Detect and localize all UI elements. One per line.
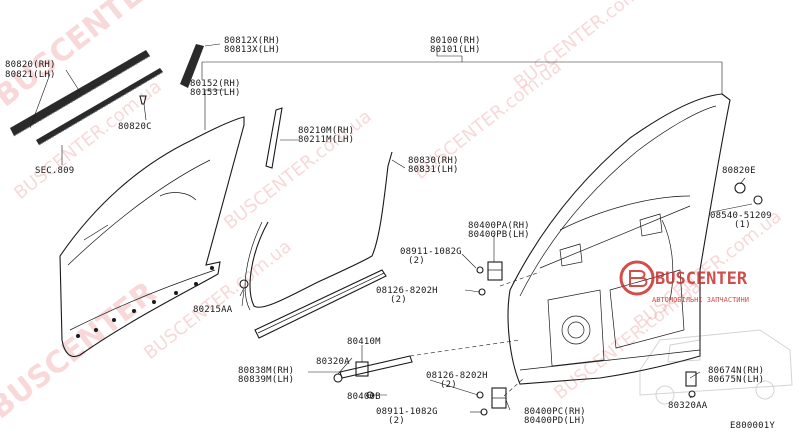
label-08911-upper: 08911-1082G xyxy=(400,247,462,257)
outer-belt-moulding xyxy=(10,50,151,137)
label-80410m: 80410M xyxy=(347,337,381,347)
clip-80215aa xyxy=(239,279,249,297)
label-80100-lh: 80101(LH) xyxy=(430,45,481,55)
lower-hinge xyxy=(491,387,507,409)
label-80152-rh: 80152(RH) xyxy=(190,79,241,89)
watermark-text: BUSCENTER.com.ua xyxy=(510,0,665,94)
watermark-text: BUSCENTER xyxy=(0,275,163,426)
logo-text: BUSCENTER xyxy=(655,269,748,289)
leader-lines xyxy=(29,43,753,413)
kicking-plate xyxy=(254,269,387,339)
label-80320aa: 80320AA xyxy=(668,401,708,411)
label-08911-lower: 08911-1082G xyxy=(376,407,438,417)
label-sec-809: SEC.809 xyxy=(35,166,74,176)
part-labels: 80820(RH) 80821(LH) 80812X(RH) 80813X(LH… xyxy=(5,36,775,431)
label-80812x-lh: 80813X(LH) xyxy=(224,45,280,55)
label-80830-rh: 80830(RH) xyxy=(408,156,459,166)
door-panel-clip-dots xyxy=(76,266,214,338)
label-80400pa-lh: 80400PB(LH) xyxy=(468,230,530,240)
label-80674n-lh: 80675N(LH) xyxy=(708,375,764,385)
door-outer-panel xyxy=(59,116,245,358)
label-80674n-rh: 80674N(RH) xyxy=(708,366,764,376)
label-80820c: 80820C xyxy=(118,122,152,132)
label-80830-lh: 80831(LH) xyxy=(408,165,459,175)
label-80400pa-rh: 80400PA(RH) xyxy=(468,221,530,231)
buscenter-logo: BUSCENTER АВТОМОБІЛЬНІ ЗАПЧАСТИНИ xyxy=(619,260,749,304)
label-80400pc-rh: 80400PC(RH) xyxy=(524,407,586,417)
diagram-id: E800001Y xyxy=(730,421,775,431)
label-08126-lower: 08126-8202H xyxy=(426,371,488,381)
inner-belt-weatherstrip xyxy=(36,68,164,146)
label-80820-lh: 80821(LH) xyxy=(5,70,56,80)
label-08540-qty: (1) xyxy=(734,220,751,230)
label-80215aa: 80215AA xyxy=(193,305,233,315)
label-80152-lh: 80153(LH) xyxy=(190,88,241,98)
label-08126-upper: 08126-8202H xyxy=(376,286,438,296)
watermark-car xyxy=(639,329,793,405)
striker-bracket xyxy=(685,371,697,398)
label-08911-upper-qty: (2) xyxy=(408,256,425,266)
sash-tape xyxy=(180,44,204,88)
door-weatherstrip xyxy=(244,151,393,311)
label-80320a: 80320A xyxy=(316,357,350,367)
label-80838m-rh: 80838M(RH) xyxy=(238,366,294,376)
logo-tagline: АВТОМОБІЛЬНІ ЗАПЧАСТИНИ xyxy=(652,296,749,304)
label-08540-51209: 08540-51209 xyxy=(710,211,772,221)
door-inner-frame xyxy=(507,93,731,385)
label-08126-upper-qty: (2) xyxy=(390,295,407,305)
label-80838m-lh: 80839M(LH) xyxy=(238,375,294,385)
label-80400pc-lh: 80400PD(LH) xyxy=(524,416,586,426)
label-08126-lower-qty: (2) xyxy=(440,380,457,390)
label-08911-lower-qty: (2) xyxy=(388,416,405,426)
label-80210m-rh: 80210M(RH) xyxy=(298,126,354,136)
label-80812x-rh: 80812X(RH) xyxy=(224,36,280,46)
sash-moulding xyxy=(265,107,283,169)
label-80100-rh: 80100(RH) xyxy=(430,36,481,46)
label-80820e: 80820E xyxy=(722,166,756,176)
upper-hinge xyxy=(487,261,503,281)
label-80210m-lh: 80211M(LH) xyxy=(298,135,354,145)
label-80820-rh: 80820(RH) xyxy=(5,60,56,70)
watermark-text: BUSCENTER.com.ua xyxy=(140,236,295,364)
label-80400b: 80400B xyxy=(347,392,381,402)
